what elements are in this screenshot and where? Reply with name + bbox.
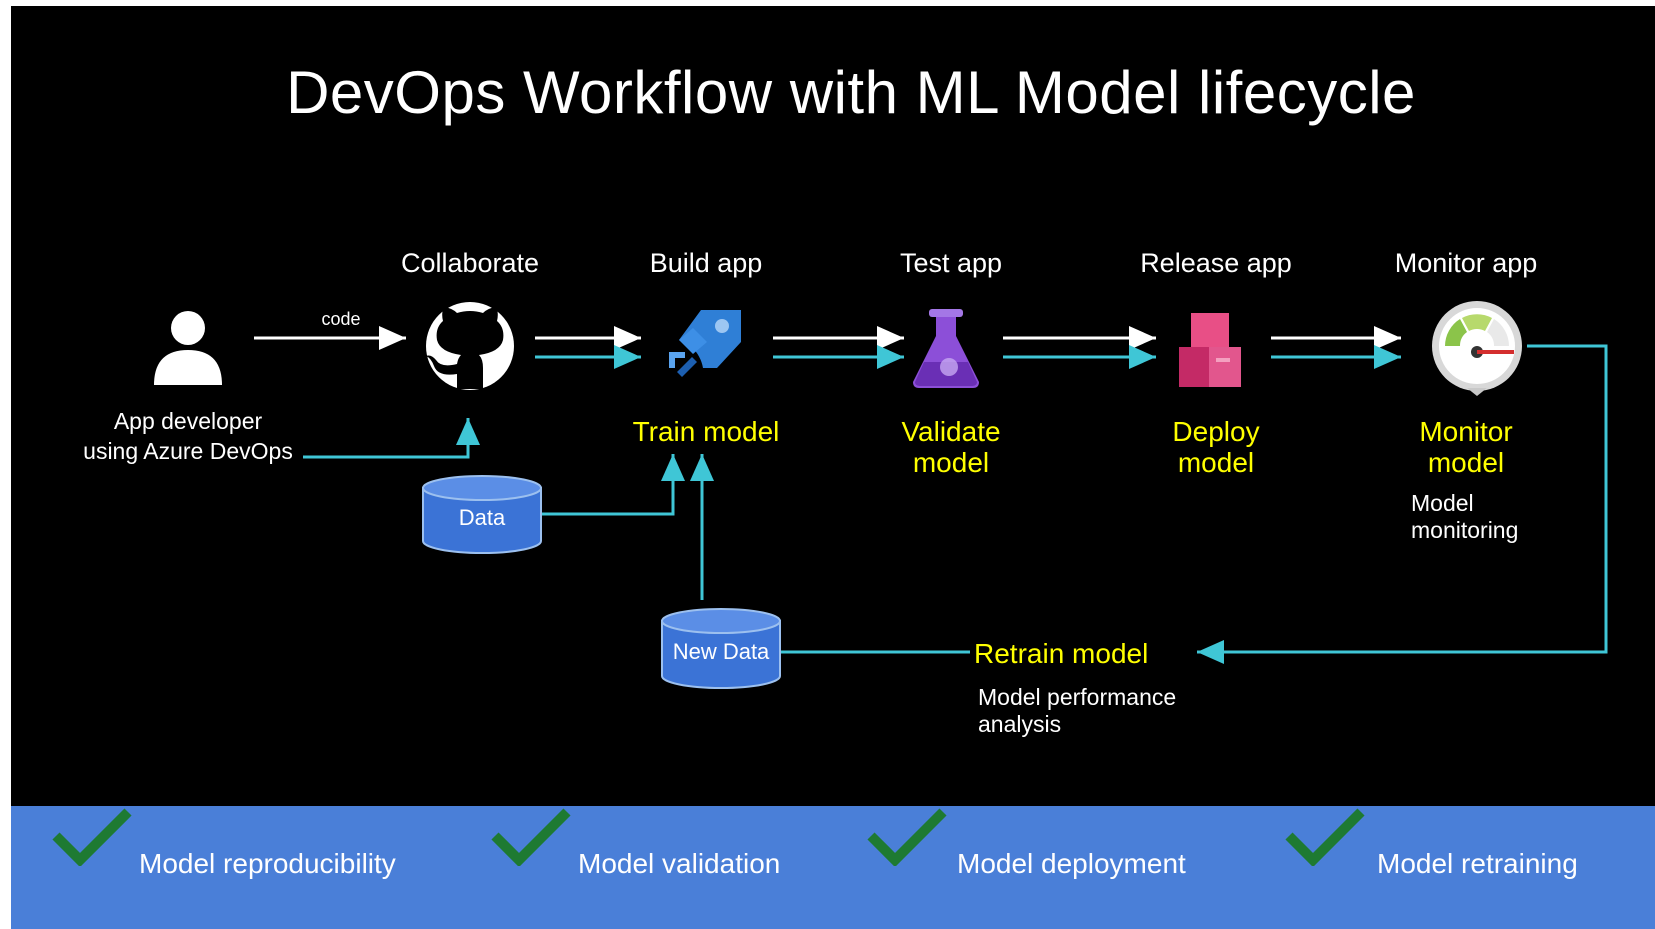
person-icon: [154, 311, 222, 385]
developer-to-repo-connector: [303, 418, 480, 459]
retrain-note: Model performance analysis: [978, 684, 1238, 738]
azure-pipelines-icon: [669, 310, 741, 377]
ml-label-monitor: Monitor model: [1346, 416, 1586, 478]
retrain-label: Retrain model: [974, 638, 1149, 669]
checkmark-icon: [491, 808, 571, 866]
code-label: code: [321, 309, 361, 329]
ml-label-train: Train model: [586, 416, 826, 447]
retrain-note-line1: Model performance: [978, 684, 1177, 710]
benefits-band: Model reproducibility Model validation M…: [11, 806, 1655, 929]
retrain-note-line2: analysis: [978, 711, 1062, 737]
data-store-label: Data: [458, 505, 506, 530]
monitor-note-line2: monitoring: [1411, 517, 1519, 543]
checkmark-icon: [52, 808, 132, 866]
benefit-reproducibility: Model reproducibility: [139, 848, 396, 879]
actor-label: App developer using Azure DevOps: [53, 406, 323, 466]
ml-label-monitor-line2: model: [1427, 447, 1505, 478]
ml-label-deploy-line2: model: [1177, 447, 1255, 478]
new-data-store-label: New Data: [672, 639, 770, 664]
data-to-train-connector: [529, 454, 685, 516]
database-icon: [422, 475, 542, 554]
page-title: DevOps Workflow with ML Model lifecycle: [286, 59, 1416, 126]
ml-label-validate-line1: Validate: [901, 416, 1001, 447]
monitor-note: Model monitoring: [1411, 490, 1571, 544]
ml-label-validate-line2: model: [912, 447, 990, 478]
checkmark-icon: [867, 808, 947, 866]
actor-label-line1: App developer: [113, 408, 263, 434]
ml-label-deploy-line1: Deploy: [1172, 416, 1260, 447]
database-icon: [661, 608, 781, 689]
benefit-retraining: Model retraining: [1377, 848, 1578, 879]
monitor-to-retrain-connector: [1197, 344, 1608, 664]
stage-label-release: Release app: [1140, 248, 1292, 278]
test-flask-icon: [913, 309, 979, 388]
stage-label-build: Build app: [649, 248, 763, 278]
stage-label-test: Test app: [899, 248, 1003, 278]
release-boxes-icon: [1179, 313, 1241, 387]
monitor-note-line1: Model: [1411, 490, 1474, 516]
actor-label-line2: using Azure DevOps: [83, 438, 293, 464]
benefit-validation: Model validation: [578, 848, 781, 879]
benefit-deployment: Model deployment: [957, 848, 1186, 879]
github-icon: [426, 302, 514, 390]
ml-label-train-line1: Train model: [632, 416, 780, 447]
ml-label-validate: Validate model: [831, 416, 1071, 478]
ml-label-monitor-line1: Monitor: [1419, 416, 1513, 447]
stage-label-collaborate: Collaborate: [400, 248, 540, 278]
stage-label-monitor: Monitor app: [1394, 248, 1538, 278]
checkmark-icon: [1285, 808, 1365, 866]
slide: DevOps Workflow with ML Model lifecycle …: [11, 6, 1655, 929]
monitor-gauge-icon: [1432, 301, 1522, 396]
diagram-connectors: [154, 301, 1608, 689]
ml-label-deploy: Deploy model: [1096, 416, 1336, 478]
